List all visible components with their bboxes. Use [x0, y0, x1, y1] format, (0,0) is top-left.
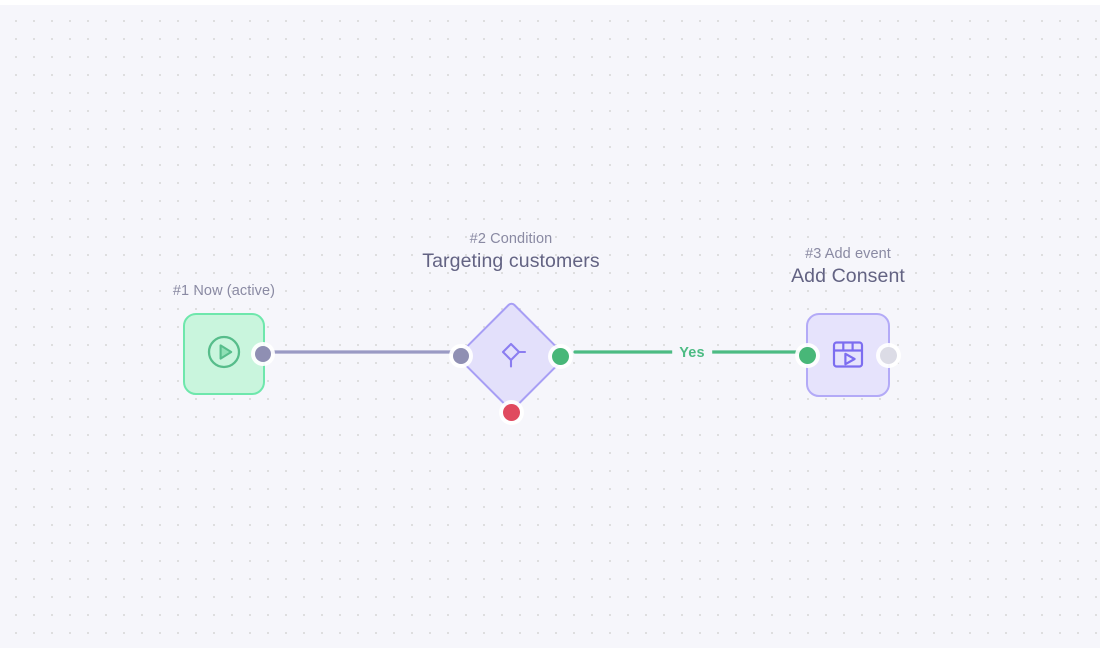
condition-yes-source-handle[interactable] [552, 347, 569, 365]
action-target-handle[interactable] [799, 346, 816, 364]
clapperboard-play-icon [827, 332, 869, 379]
node-action-caption: #3 Add event Add Consent [791, 245, 905, 290]
node-trigger-now[interactable]: #1 Now (active) [173, 283, 275, 395]
node-condition-caption: #2 Condition Targeting customers [422, 230, 599, 275]
edge-label-yes[interactable]: Yes [672, 344, 712, 362]
node-condition-targeting[interactable]: #2 Condition Targeting customers [422, 231, 600, 421]
node-trigger-step: #1 Now (active) [172, 283, 276, 299]
node-condition-title: Targeting customers [422, 250, 600, 273]
node-action-add-consent[interactable]: #3 Add event Add Consent [791, 246, 905, 397]
node-condition-step: #2 Condition [469, 231, 553, 247]
condition-branch-icon [493, 336, 529, 377]
node-trigger-caption: #1 Now (active) [173, 282, 275, 301]
node-action-title: Add Consent [791, 265, 905, 288]
action-source-handle[interactable] [880, 346, 897, 364]
condition-no-source-handle[interactable] [502, 404, 520, 421]
flow-canvas[interactable]: Yes #1 Now (active) #2 Condition Targeti… [0, 5, 1100, 648]
condition-target-handle[interactable] [453, 348, 469, 364]
node-action-step: #3 Add event [805, 246, 891, 262]
trigger-source-handle[interactable] [255, 346, 271, 362]
play-circle-icon [204, 332, 244, 377]
